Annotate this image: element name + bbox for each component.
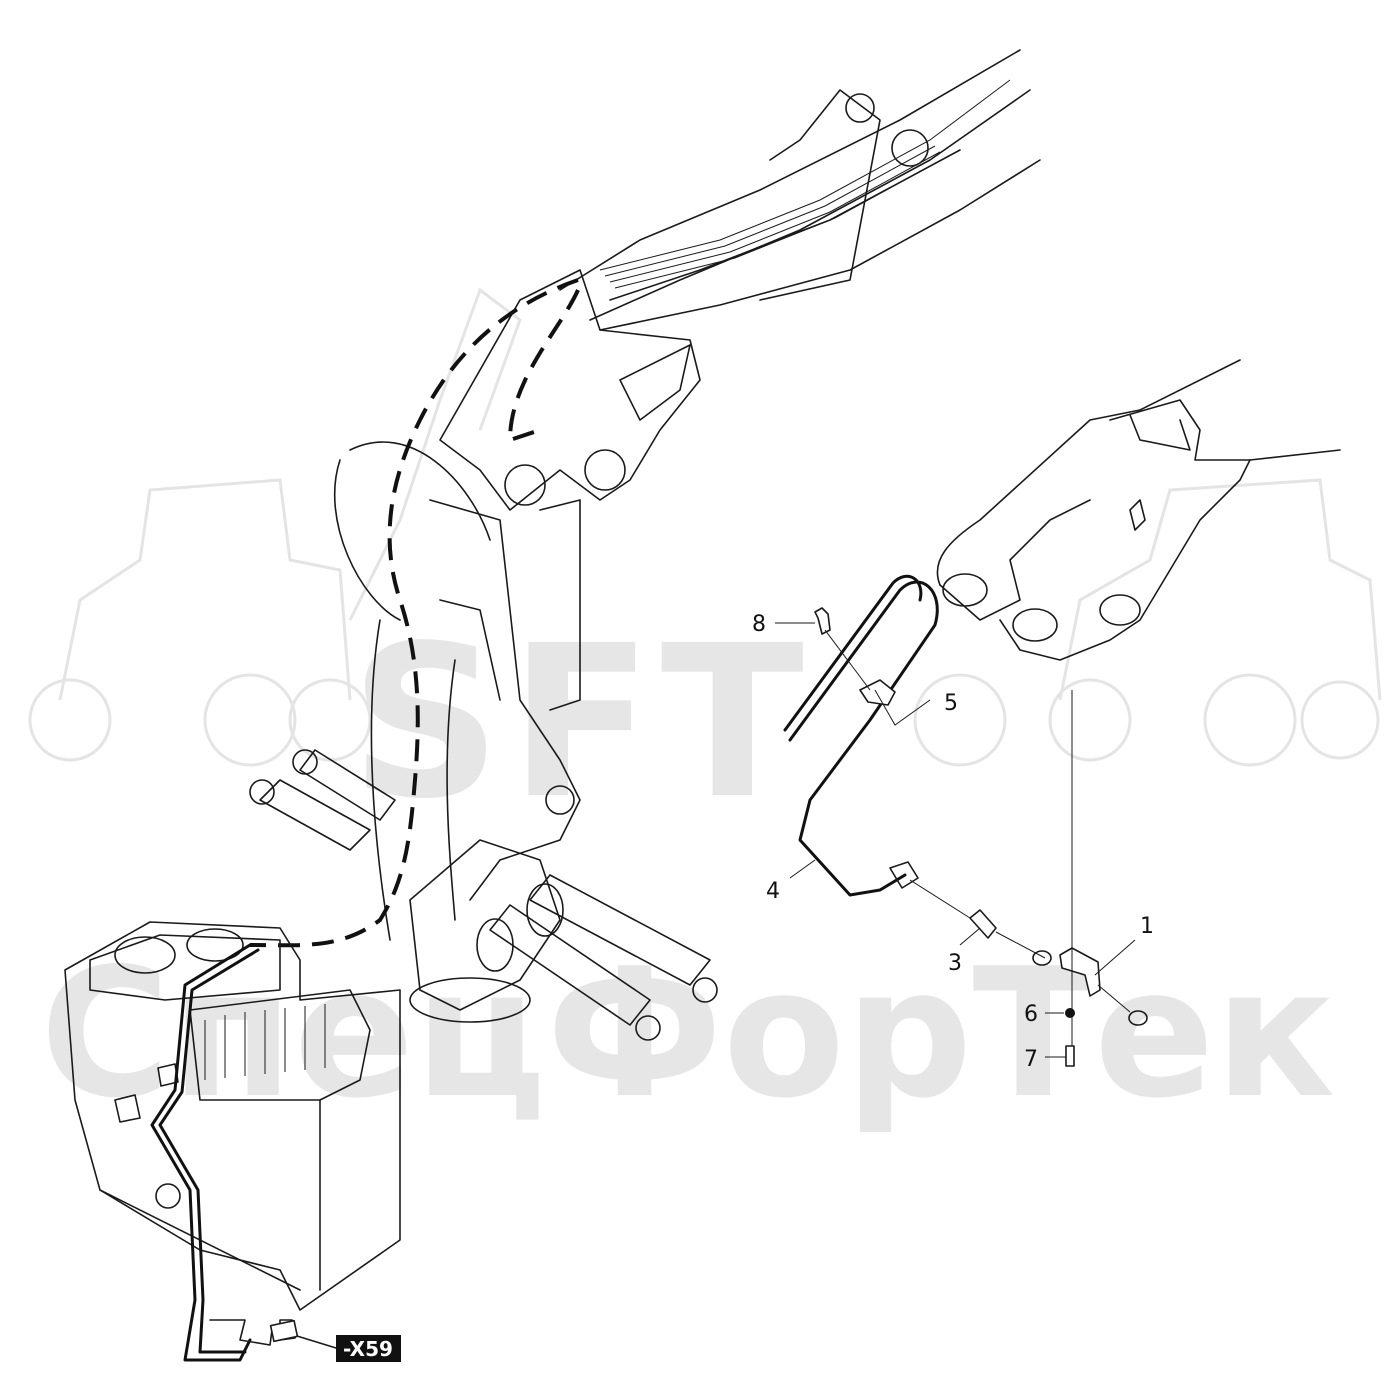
harness-routing-branch <box>507 289 580 443</box>
boom-detail-view <box>936 359 1341 661</box>
callout-4-leader-line <box>789 859 816 879</box>
part-4-connector <box>889 861 919 889</box>
part-1-bracket <box>1059 947 1101 997</box>
watermark-tractor-illustration <box>28 287 1382 767</box>
connector-x59-tag: -X59 <box>336 1335 401 1362</box>
connector-x59-tag-background <box>336 1335 401 1362</box>
harness-routing-path <box>249 278 579 948</box>
part-1-nut-axis <box>1097 984 1131 1013</box>
callout-5: 5 <box>944 691 958 716</box>
part-1-nut-right <box>1128 1010 1148 1026</box>
part-1-leader-line <box>1094 939 1136 976</box>
watermark-company-text: СпецФорТек <box>40 930 1335 1137</box>
part-8-axis-line <box>824 629 871 691</box>
callout-3: 3 <box>948 951 962 976</box>
part-5-clamp <box>859 679 896 706</box>
harness-wire-to-x59-inner <box>158 948 260 1354</box>
callout-7: 7 <box>1024 1047 1038 1072</box>
part-4-wire-harness-inner <box>783 575 923 732</box>
callout-8: 8 <box>752 612 766 637</box>
part-3-sleeve <box>969 909 997 939</box>
part-5-leader-line <box>874 689 931 726</box>
connector-x59-leader-line <box>296 1335 337 1349</box>
part-8-bolt <box>814 607 831 635</box>
part-4-wire-harness <box>788 580 939 897</box>
part-7-screw <box>1065 1045 1075 1067</box>
connector-x59-housing <box>269 1319 299 1343</box>
harness-wire-to-x59 <box>150 943 252 1362</box>
callout-1: 1 <box>1140 914 1154 939</box>
watermark-brand-text: SFT <box>350 600 812 845</box>
callout-4: 4 <box>766 879 780 904</box>
boom-arm <box>249 49 1041 1041</box>
part-6-washer <box>1065 1008 1075 1018</box>
part-3-axis-line <box>909 879 1046 959</box>
hydraulic-tank-assembly <box>64 921 401 1311</box>
callout-6: 6 <box>1024 1002 1038 1027</box>
connector-x59-tag-label: -X59 <box>343 1337 393 1361</box>
part-3-leader-line <box>959 927 981 946</box>
part-1-nut-left <box>1032 950 1052 966</box>
